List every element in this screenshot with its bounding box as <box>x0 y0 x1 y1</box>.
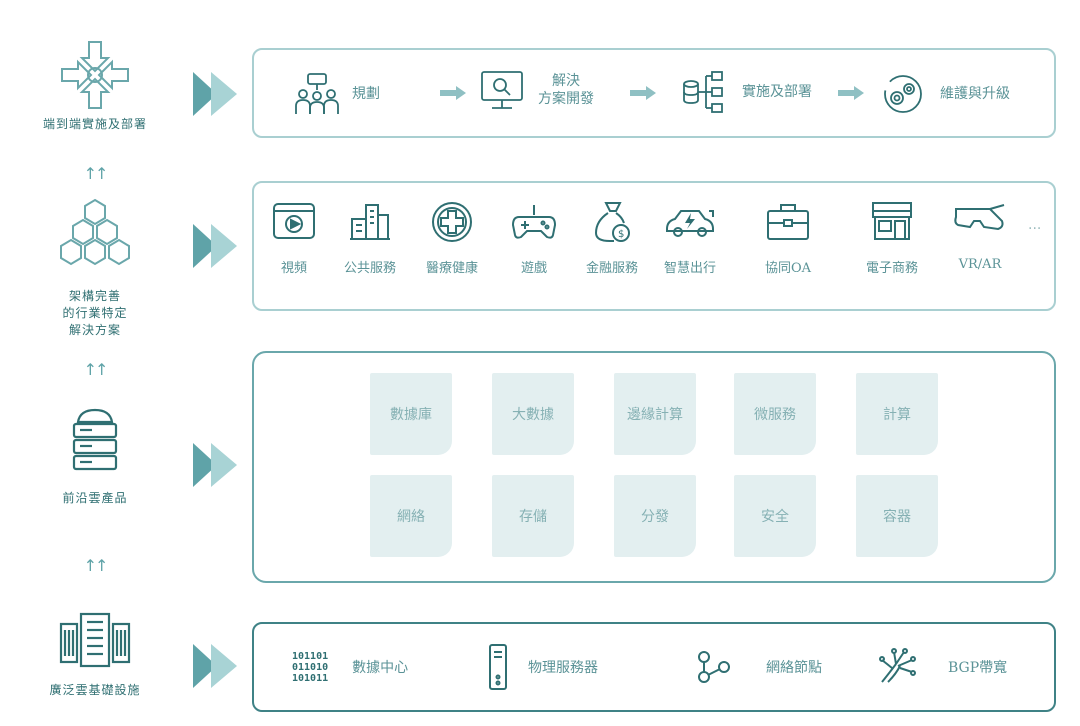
industry-label-gaming: 遊戲 <box>520 261 547 276</box>
infra-label-server: 物理服務器 <box>528 660 598 676</box>
up-arrows-3: ↑↑ <box>83 556 109 575</box>
chevron-right-icon <box>193 224 237 268</box>
infra-bgp: BGP帶寬 <box>878 624 1007 710</box>
team-planning-icon <box>295 73 339 114</box>
infra-label-bgp: BGP帶寬 <box>948 660 1008 676</box>
product-tile-compute: 計算 <box>856 373 938 455</box>
chevron-right-icon <box>193 443 237 487</box>
storefront-icon <box>872 202 912 240</box>
industry-vrar: VR/AR <box>940 201 1020 272</box>
industry-video: 視頻 <box>254 201 334 276</box>
products-panel: 數據庫 大數據 邊緣計算 微服務 計算 網絡 存儲 分發 安全 容器 <box>252 351 1056 583</box>
arrow-right-icon <box>440 86 466 100</box>
product-tile-container: 容器 <box>856 475 938 557</box>
buildings-icon <box>350 204 390 240</box>
industry-label-oa: 協同OA <box>764 261 812 276</box>
industry-oa: 協同OA <box>748 201 828 276</box>
step-label-solution-1: 解決 <box>552 73 580 89</box>
industry-gaming: 遊戲 <box>494 201 574 276</box>
chevron-right-icon <box>193 644 237 688</box>
infra-network-nodes: 網絡節點 <box>694 624 822 710</box>
step-label-deploy: 實施及部署 <box>742 84 812 100</box>
up-arrows-2: ↑↑ <box>83 360 109 379</box>
left-label-frontier: 前沿雲產品 <box>62 491 128 505</box>
arrow-right-icon <box>838 86 864 100</box>
step-solution-dev: 解決 方案開發 <box>480 68 594 112</box>
network-nodes-icon <box>698 651 730 683</box>
product-tile-network: 網絡 <box>370 475 452 557</box>
gears-icon <box>884 75 922 113</box>
server-icon <box>489 644 507 690</box>
infra-server: 物理服務器 <box>488 624 598 710</box>
bandwidth-icon <box>879 648 916 683</box>
database-network-icon <box>683 71 723 113</box>
step-label-solution-2: 方案開發 <box>538 91 594 107</box>
monitor-search-icon <box>481 71 523 109</box>
industry-label-vrar: VR/AR <box>958 257 1002 272</box>
product-tile-security: 安全 <box>734 475 816 557</box>
vr-headset-icon <box>954 204 1005 231</box>
industry-label-health: 醫療健康 <box>425 261 478 276</box>
step-deploy: 實施及部署 <box>682 70 812 114</box>
binary-icon: 101101 011010 101011 <box>292 650 329 684</box>
briefcase-icon <box>767 204 809 240</box>
arrow-right-icon <box>630 86 656 100</box>
industry-label-video: 視頻 <box>280 261 307 276</box>
step-planning: 規劃 <box>294 72 380 116</box>
product-tile-storage: 存儲 <box>492 475 574 557</box>
more-ellipsis: ... <box>1028 217 1042 233</box>
left-item-industry: 架構完善 的行業特定 解決方案 <box>20 196 170 339</box>
step-label-maintain: 維護與升級 <box>940 86 1010 102</box>
industry-finance: $ 金融服務 <box>572 201 652 276</box>
money-bag-icon: $ <box>594 202 630 242</box>
left-label-infra: 廣泛雲基礎設施 <box>49 683 141 697</box>
industry-label-finance: 金融服務 <box>585 261 638 276</box>
left-item-infra: 廣泛雲基礎設施 <box>20 612 170 699</box>
left-label-industry-3: 解決方案 <box>68 323 121 337</box>
industry-ecommerce: 電子商務 <box>852 201 932 276</box>
left-item-frontier: 前沿雲產品 <box>20 408 170 507</box>
step-maintain: 維護與升級 <box>880 74 1010 114</box>
gamepad-icon <box>511 205 557 239</box>
infra-label-datacenter: 數據中心 <box>352 660 409 676</box>
infra-datacenter: 101101 011010 101011 數據中心 <box>292 624 408 710</box>
process-panel: 規劃 解決 方案開發 實施及部署 <box>252 48 1056 138</box>
converge-arrows-icon <box>61 41 129 109</box>
hexagon-cluster-icon <box>60 198 130 266</box>
chevron-right-icon <box>193 72 237 116</box>
industry-panel: 視頻 公共服務 醫療健康 遊 <box>252 181 1056 311</box>
medical-cross-icon <box>432 202 472 242</box>
electric-car-icon <box>666 210 714 237</box>
step-label-planning: 規劃 <box>352 86 380 102</box>
industry-label-public: 公共服務 <box>343 261 396 276</box>
left-label-e2e: 端到端實施及部署 <box>42 117 147 131</box>
product-tile-cdn: 分發 <box>614 475 696 557</box>
industry-label-mobility: 智慧出行 <box>663 261 716 276</box>
industry-mobility: 智慧出行 <box>650 201 730 276</box>
svg-text:$: $ <box>618 229 624 240</box>
up-arrows-1: ↑↑ <box>83 164 109 183</box>
product-tile-bigdata: 大數據 <box>492 373 574 455</box>
datacenter-icon <box>59 612 131 668</box>
left-item-e2e: 端到端實施及部署 <box>20 38 170 133</box>
product-tile-database: 數據庫 <box>370 373 452 455</box>
left-label-industry-2: 的行業特定 <box>62 306 128 320</box>
product-tile-microservice: 微服務 <box>734 373 816 455</box>
server-stack-icon <box>72 408 118 471</box>
infra-panel: 101101 011010 101011 數據中心 物理服務器 網絡節點 <box>252 622 1056 712</box>
industry-label-ecommerce: 電子商務 <box>865 261 918 276</box>
video-icon <box>273 203 315 239</box>
infra-label-network: 網絡節點 <box>766 660 822 676</box>
left-label-industry-1: 架構完善 <box>68 289 121 303</box>
industry-public-service: 公共服務 <box>330 201 410 276</box>
product-tile-edge: 邊緣計算 <box>614 373 696 455</box>
industry-healthcare: 醫療健康 <box>412 201 492 276</box>
